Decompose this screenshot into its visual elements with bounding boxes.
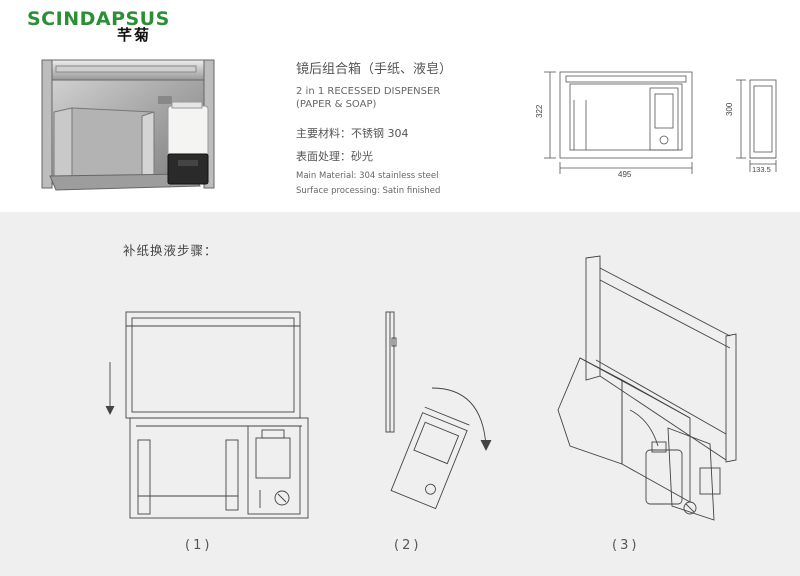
refill-steps-section: 补纸换液步骤： (1): [0, 212, 800, 576]
brand-logo-text: SCINDAPSUS: [27, 8, 170, 30]
dim-depth: 133.5: [752, 165, 771, 174]
step1-diagram: [100, 302, 320, 532]
side-view-drawing: [736, 79, 777, 172]
product-photo: [32, 56, 222, 196]
material-english: Main Material: 304 stainless steel: [296, 171, 439, 181]
steps-title: 补纸换液步骤：: [123, 243, 218, 258]
dimension-drawings: 322 495 300 133.5: [522, 60, 792, 190]
brand-logo: SCINDAPSUS: [27, 8, 170, 30]
product-title-english-line1: 2 in 1 RECESSED DISPENSER: [296, 86, 441, 97]
dim-height-front: 322: [535, 104, 544, 118]
finish-english: Surface processing: Satin finished: [296, 186, 441, 196]
product-title-chinese: 镜后组合箱（手纸、液皂）: [296, 62, 453, 77]
product-header: SCINDAPSUS 芊菊: [0, 0, 800, 212]
step2-label: (2): [394, 538, 422, 553]
dim-width: 495: [618, 170, 632, 179]
front-view-drawing: [544, 71, 693, 159]
dim-height-side: 300: [725, 102, 734, 116]
product-info: 镜后组合箱（手纸、液皂） 2 in 1 RECESSED DISPENSER (…: [296, 58, 536, 196]
step3-diagram: [540, 250, 750, 530]
step1-label: (1): [185, 538, 213, 553]
step3-label: (3): [612, 538, 640, 553]
finish-chinese: 表面处理：砂光: [296, 150, 373, 163]
product-title-english-line2: (PAPER & SOAP): [296, 99, 377, 110]
brand-logo-chinese: 芊菊: [117, 26, 152, 44]
step2-diagram: [372, 308, 502, 528]
material-chinese: 主要材料：不锈钢 304: [296, 127, 409, 140]
